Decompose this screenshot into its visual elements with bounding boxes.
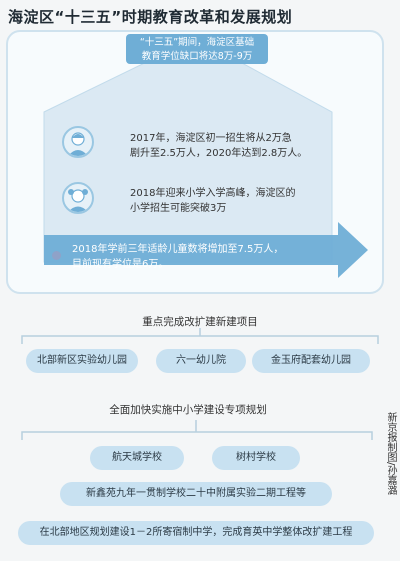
house-arrow-graphic bbox=[43, 37, 368, 278]
student-avatar-icon bbox=[62, 126, 94, 158]
page-title: 海淀区“十三五”时期教育改革和发展规划 bbox=[8, 8, 293, 26]
stat-preschool: 2018年学前三年适龄儿童数将增加至7.5万人， 目前现有学位是6万。 bbox=[72, 244, 284, 270]
project-pill: 金玉府配套幼儿园 bbox=[252, 349, 370, 373]
school-pill-wide: 在北部地区规划建设1－2所寄宿制中学，完成育英中学整体改扩建工程 bbox=[18, 521, 374, 545]
top-banner-line-2: 教育学位缺口将达8万-9万 bbox=[141, 51, 253, 62]
bullet-dot-icon bbox=[52, 251, 61, 260]
image-credit: 新京报制图/孙嘉潞 bbox=[385, 412, 396, 496]
project-pill: 北部新区实验幼儿园 bbox=[26, 349, 138, 373]
school-pill: 航天城学校 bbox=[90, 446, 184, 470]
growth-arrow-icon bbox=[44, 222, 368, 278]
stat-primary-school: 2018年迎来小学入学高峰，海淀区的 小学招生可能突破3万 bbox=[130, 188, 296, 214]
stat-middle-school: 2017年，海淀区初一招生将从2万急 剧升至2.5万人，2020年达到2.8万人… bbox=[130, 133, 308, 159]
top-banner-line-1: “十三五”期间，海淀区基础 bbox=[139, 37, 255, 48]
section-title-school-planning: 全面加快实施中小学建设专项规划 bbox=[109, 404, 267, 416]
child-avatar-icon bbox=[62, 182, 94, 214]
school-pill: 树村学校 bbox=[212, 446, 300, 470]
project-pill: 六一幼儿院 bbox=[156, 349, 246, 373]
top-banner: “十三五”期间，海淀区基础 教育学位缺口将达8万-9万 bbox=[126, 34, 268, 64]
school-pill-wide: 新鑫苑九年一贯制学校二十中附属实验二期工程等 bbox=[60, 482, 332, 506]
section2-bracket bbox=[21, 420, 373, 440]
section-title-kindergarten: 重点完成改扩建新建项目 bbox=[142, 316, 258, 328]
section1-bracket bbox=[21, 328, 379, 344]
